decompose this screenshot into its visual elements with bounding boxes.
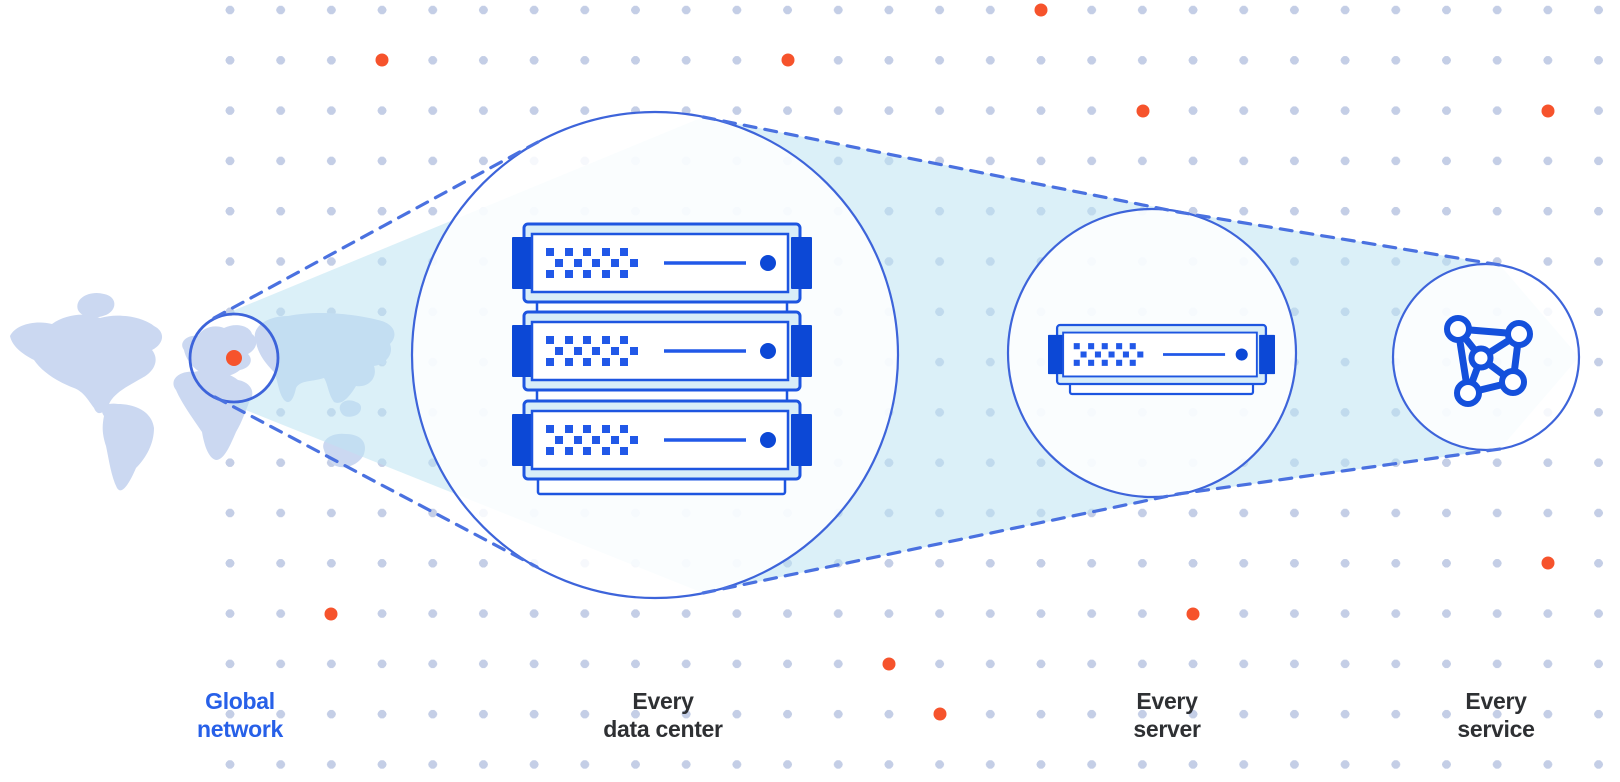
- location-marker-icon: [226, 350, 242, 366]
- orange-dot: [882, 657, 896, 671]
- server-unit-1: [510, 222, 814, 304]
- continent-south-america: [101, 403, 154, 491]
- server-unit: [1046, 323, 1277, 386]
- server-unit-2: [510, 310, 814, 392]
- continent-europe: [182, 325, 257, 378]
- single-server: [1046, 323, 1277, 396]
- stage-label-every-data-center: Every data center: [603, 688, 723, 742]
- orange-dot: [1136, 104, 1150, 118]
- dashed-line-lower-right: [701, 447, 1502, 595]
- continent-greenland: [77, 292, 115, 318]
- orange-dot: [1541, 104, 1555, 118]
- continent-north-america: [10, 314, 163, 414]
- dashed-line-lower-left: [213, 395, 539, 569]
- orange-dot: [324, 607, 338, 621]
- map-magnifier-circle: [188, 312, 280, 404]
- continent-africa: [173, 370, 253, 460]
- stage-label-every-service: Every service: [1457, 688, 1535, 742]
- stage-label-every-server: Every server: [1133, 688, 1201, 742]
- server-rack: [510, 222, 814, 496]
- orange-dot: [1541, 556, 1555, 570]
- dashed-line-upper-right: [701, 115, 1502, 267]
- orange-dot: [933, 707, 947, 721]
- orange-dot: [375, 53, 389, 67]
- orange-dot: [1034, 3, 1048, 17]
- stage-label-global-network: Global network: [196, 688, 284, 742]
- orange-dot: [1186, 607, 1200, 621]
- zoom-dashed-lines: [212, 115, 1502, 595]
- orange-accent-dots: [226, 3, 1555, 721]
- network-graph-icon: [1444, 315, 1533, 407]
- orange-dot: [781, 53, 795, 67]
- server-unit-3: [510, 399, 814, 481]
- dashed-line-upper-left: [212, 140, 540, 320]
